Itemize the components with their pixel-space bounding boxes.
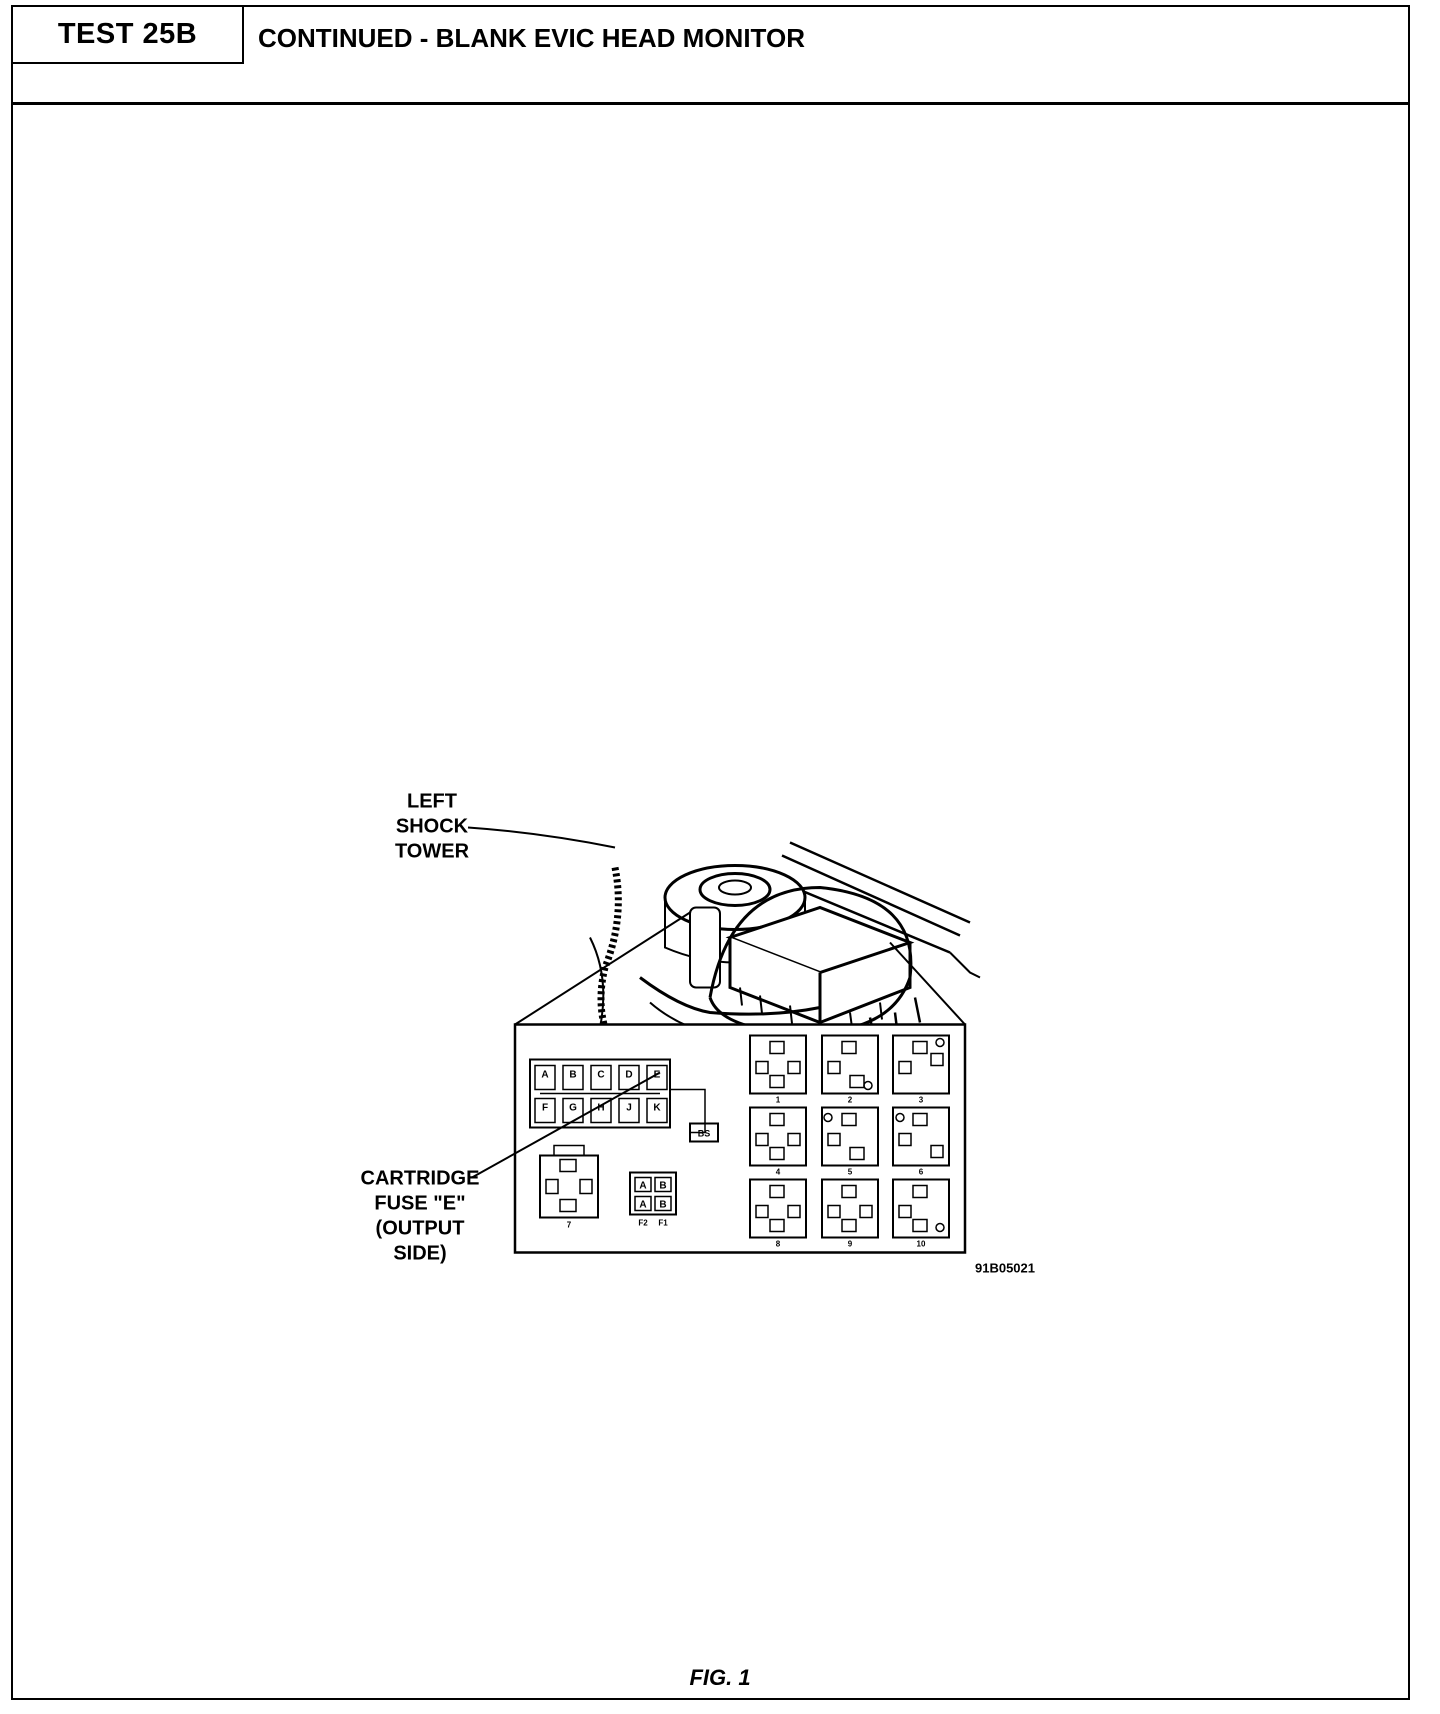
relay-number-9: 9 (848, 1240, 853, 1249)
fuse-letter-b: B (569, 1070, 576, 1081)
relay-number-1: 1 (776, 1096, 781, 1105)
label-cartridge: CARTRIDGE (361, 1168, 480, 1190)
relay-number-5: 5 (848, 1168, 853, 1177)
fuse-letter-k: K (653, 1103, 661, 1114)
fuse-letter-c: C (597, 1070, 604, 1081)
test-number-box: TEST 25B (13, 7, 244, 64)
relay-number-4: 4 (776, 1168, 781, 1177)
part-number: 91B05021 (975, 1261, 1035, 1276)
connector-number-7: 7 (567, 1221, 572, 1230)
label-side: SIDE) (393, 1243, 446, 1265)
fuse-letter-h: H (597, 1103, 604, 1114)
figure-caption: FIG. 1 (689, 1665, 751, 1690)
block-letter-b-top: B (659, 1181, 666, 1192)
block-label-f1: F1 (658, 1219, 668, 1228)
relay-number-2: 2 (848, 1096, 853, 1105)
fuse-letter-a: A (541, 1070, 548, 1081)
label-output: (OUTPUT (376, 1218, 465, 1240)
block-letter-a-bottom: A (639, 1200, 646, 1211)
block-letter-a-top: A (639, 1181, 646, 1192)
label-shock: SHOCK (396, 816, 469, 838)
fuse-letter-g: G (569, 1103, 577, 1114)
page-frame: TEST 25B CONTINUED - BLANK EVIC HEAD MON… (11, 5, 1410, 1700)
relay-number-8: 8 (776, 1240, 781, 1249)
engine-compartment-illustration: A B C D E F G H J K BS A B A B F2 F1 7 1… (361, 791, 1035, 1276)
fuse-letter-e: E (654, 1070, 661, 1081)
label-tower: TOWER (395, 841, 470, 863)
block-label-f2: F2 (638, 1219, 648, 1228)
relay-number-3: 3 (919, 1096, 924, 1105)
page-title: CONTINUED - BLANK EVIC HEAD MONITOR (258, 23, 805, 53)
fuse-letter-f: F (542, 1103, 548, 1114)
small-tag: BS (698, 1129, 711, 1139)
relay-number-10: 10 (917, 1240, 926, 1249)
label-left: LEFT (407, 791, 457, 813)
label-fuse-e: FUSE "E" (374, 1193, 465, 1215)
header-row: TEST 25B CONTINUED - BLANK EVIC HEAD MON… (13, 7, 1408, 105)
block-letter-b-bottom: B (659, 1200, 666, 1211)
fuse-letter-d: D (625, 1070, 632, 1081)
fuse-letter-j: J (626, 1103, 632, 1114)
relay-number-6: 6 (919, 1168, 924, 1177)
figure-1: A B C D E F G H J K BS A B A B F2 F1 7 1… (350, 760, 1090, 1340)
